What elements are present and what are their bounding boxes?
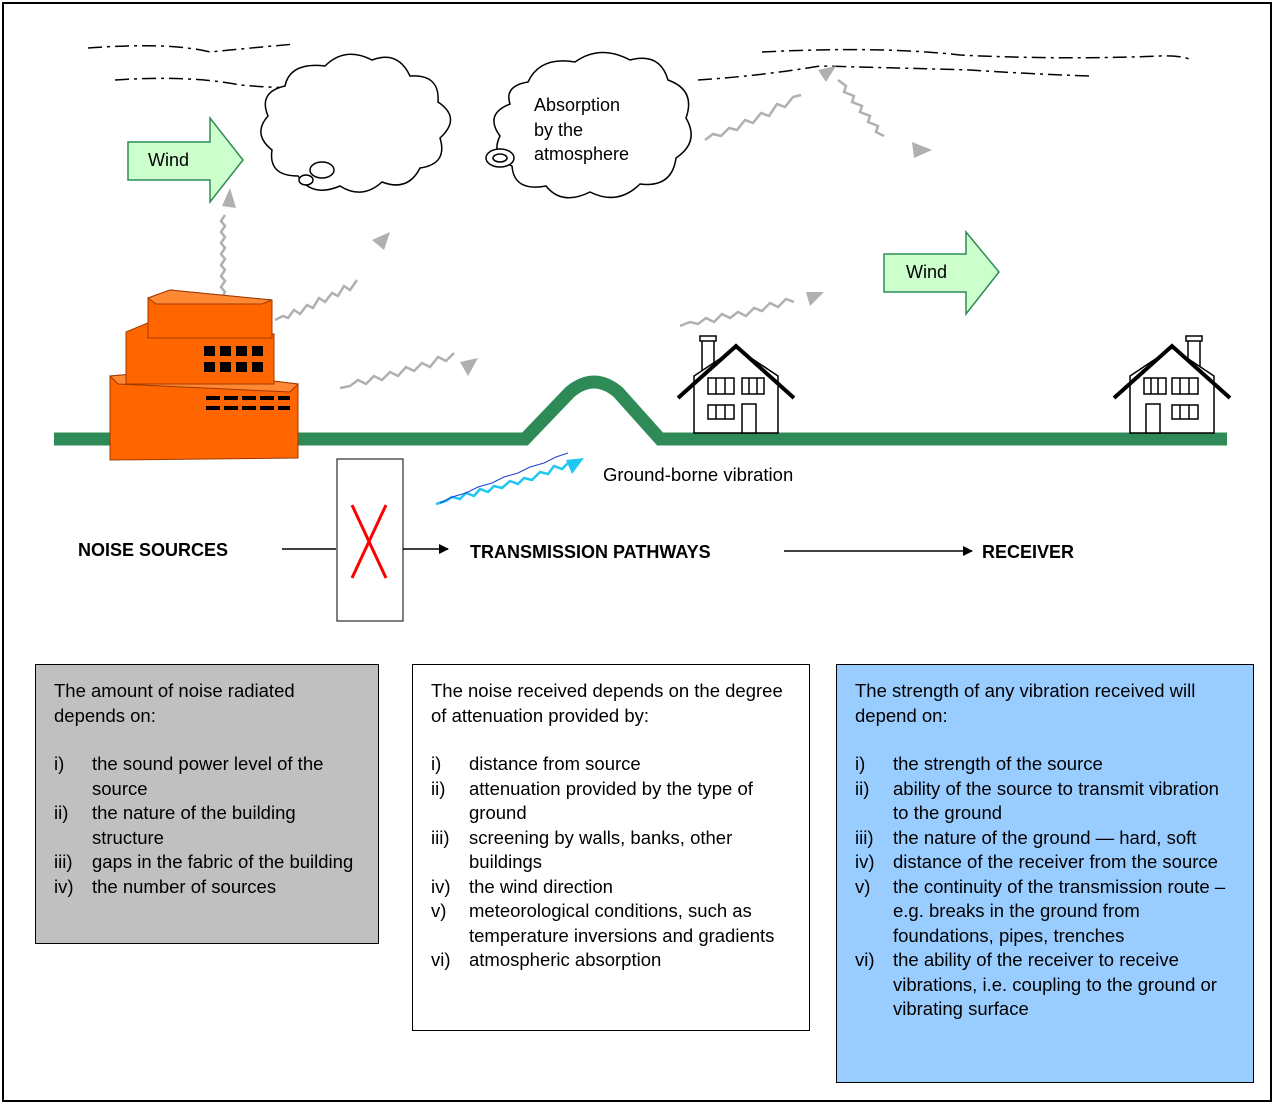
sources-intro: The amount of noise radiated depends on: (54, 680, 295, 726)
list-item-text: the sound power level of the source (92, 753, 324, 799)
house-receiver (1112, 335, 1232, 434)
list-item: ii) ability of the source to transmit vib… (855, 777, 1235, 826)
list-item-number: i) (431, 753, 442, 774)
list-item-text: screening by walls, banks, other buildin… (469, 826, 733, 873)
list-item: iii) screening by walls, banks, other bui… (431, 826, 791, 875)
noise-sources-box: The amount of noise radiated depends on:… (35, 664, 379, 944)
vibration-list: i) the strength of the source ii) ability o… (855, 752, 1235, 1022)
list-item: ii) the nature of the building structure (54, 801, 360, 850)
factory-building (108, 289, 300, 461)
vibration-wave (435, 452, 584, 506)
list-item-text: the nature of the building structure (92, 802, 296, 848)
list-item-number: iv) (54, 875, 74, 897)
list-item-text: distance from source (469, 753, 641, 774)
atmospheric-turbulence-lines (87, 43, 1193, 90)
list-item-text: atmospheric absorption (469, 949, 662, 970)
pathways-intro: The noise received depends on the degree… (431, 680, 783, 726)
list-item-number: ii) (431, 777, 446, 799)
list-item: i) the strength of the source (855, 752, 1235, 777)
ground-vibration-label: Ground-borne vibration (603, 464, 794, 485)
list-item: ii) attenuation provided by the type of g… (431, 777, 791, 826)
list-item-text: the ability of the receiver to receive v… (893, 949, 1217, 1019)
flow-connectors (282, 544, 973, 556)
vibration-box: The strength of any vibration received w… (836, 664, 1254, 1083)
list-item-number: v) (431, 900, 447, 921)
wind-label-left: Wind (148, 150, 190, 170)
list-item-number: iv) (855, 851, 875, 872)
list-item-text: the continuity of the transmission route… (893, 875, 1226, 946)
transmission-pathways-label: TRANSMISSION PATHWAYS (470, 542, 711, 562)
list-item-number: iii) (54, 851, 73, 872)
blocked-x-icon (350, 504, 388, 579)
absorption-label: Absorption by the atmosphere (534, 93, 629, 167)
vibration-intro: The strength of any vibration received w… (855, 680, 1196, 726)
list-item: i) distance from source (431, 752, 791, 777)
transmission-pathways-box: The noise received depends on the degree… (412, 664, 810, 1031)
wind-arrow-right (883, 229, 1000, 317)
list-item-number: iv) (431, 875, 451, 897)
absorption-line-3: atmosphere (534, 144, 630, 164)
list-item: v) the continuity of the transmission rou… (855, 875, 1235, 949)
list-item-text: the wind direction (469, 875, 613, 897)
list-item-text: the strength of the source (893, 753, 1103, 774)
list-item-number: v) (855, 875, 871, 897)
house-near (676, 335, 796, 434)
absorption-line-1: Absorption (534, 95, 621, 115)
receiver-label: RECEIVER (982, 542, 1075, 562)
noise-sources-label: NOISE SOURCES (78, 540, 229, 560)
list-item: iv) distance of the receiver from the sou… (855, 850, 1235, 875)
list-item: vi) the ability of the receiver to receiv… (855, 948, 1235, 1022)
list-item: iii) gaps in the fabric of the building (54, 850, 360, 875)
list-item: vi) atmospheric absorption (431, 948, 791, 973)
wind-arrow-left (127, 115, 244, 205)
list-item-text: gaps in the fabric of the building (92, 851, 354, 872)
list-item-text: the number of sources (92, 875, 277, 897)
list-item-text: the nature of the ground — hard, soft (893, 826, 1197, 848)
list-item-number: vi) (431, 949, 451, 970)
list-item-number: vi) (855, 949, 875, 970)
wind-label-right: Wind (906, 262, 948, 282)
absorption-line-2: by the (534, 119, 584, 140)
list-item-number: iii) (855, 826, 874, 848)
list-item-text: attenuation provided by the type of grou… (469, 777, 753, 824)
list-item-text: ability of the source to transmit vibrat… (893, 777, 1219, 824)
list-item: v) meteorological conditions, such as tem… (431, 899, 791, 948)
wave-arrowheads (222, 66, 932, 376)
cloud-right (485, 51, 692, 199)
list-item-number: i) (54, 753, 65, 774)
list-item: iv) the wind direction (431, 875, 791, 900)
list-item-number: ii) (855, 777, 870, 799)
list-item-number: i) (855, 753, 866, 774)
pathways-list: i) distance from source ii) attenuation pro… (431, 752, 791, 973)
list-item: iii) the nature of the ground — hard, sof… (855, 826, 1235, 851)
cloud-left (260, 53, 452, 193)
list-item: iv) the number of sources (54, 875, 360, 900)
list-item-number: ii) (54, 802, 69, 823)
list-item-text: distance of the receiver from the source (893, 851, 1218, 872)
list-item: i) the sound power level of the source (54, 752, 360, 801)
ground-line (54, 375, 1227, 446)
list-item-number: iii) (431, 826, 450, 848)
list-item-text: meteorological conditions, such as tempe… (469, 900, 775, 946)
sound-waves (219, 79, 885, 390)
